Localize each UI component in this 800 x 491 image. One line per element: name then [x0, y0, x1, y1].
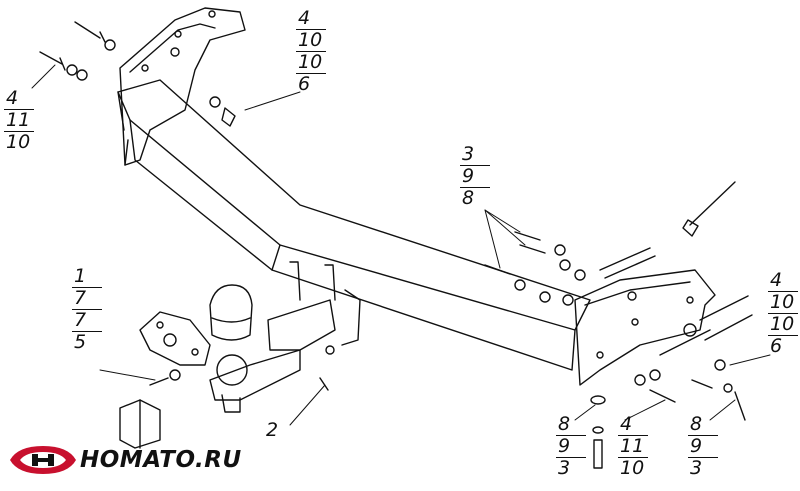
callout-label: 7 [72, 310, 102, 332]
callout-label: 9 [688, 436, 718, 458]
right-mounting-bracket [574, 269, 716, 386]
callout-label: 11 [618, 436, 648, 458]
callout-label: 10 [296, 52, 326, 74]
plug-cover [119, 399, 161, 449]
callout-top-center: 4 10 10 6 [296, 8, 326, 95]
callout-label: 8 [556, 414, 586, 436]
bolts-middle-right [484, 231, 656, 306]
callout-label: 9 [460, 166, 490, 188]
callout-label: 8 [688, 414, 718, 436]
callout-label: 4 [4, 88, 34, 110]
callout-label: 9 [556, 436, 586, 458]
callout-label: 8 [462, 187, 475, 209]
callout-bottom-b: 4 11 10 [618, 414, 648, 479]
callout-middle-right: 3 9 8 [460, 144, 490, 209]
bolts-right [634, 181, 753, 421]
callout-label: 3 [690, 457, 703, 479]
callout-label: 1 [72, 266, 102, 288]
callout-label: 3 [558, 457, 571, 479]
ball-cover [209, 284, 253, 341]
bolts-top-left [39, 21, 236, 127]
socket-plate [139, 311, 211, 366]
callout-label: 10 [768, 314, 798, 336]
callout-label: 10 [296, 30, 326, 52]
callout-right: 4 10 10 6 [768, 270, 798, 357]
crossbar-beam [117, 79, 591, 371]
callout-bottom-a: 8 9 3 [556, 414, 586, 479]
callout-label: 7 [72, 288, 102, 310]
callout-label: 10 [768, 292, 798, 314]
callout-label: 11 [4, 110, 34, 132]
left-mounting-bracket [119, 7, 246, 166]
callout-bottom-c: 8 9 3 [688, 414, 718, 479]
callout-label: 4 [618, 414, 648, 436]
car-emblem-icon [10, 446, 76, 474]
ball-mount [209, 261, 361, 413]
callout-label: 6 [298, 73, 311, 95]
callout-label: 2 [266, 419, 279, 441]
callout-label: 4 [296, 8, 326, 30]
callout-label: 3 [460, 144, 490, 166]
callout-label: 10 [6, 131, 31, 153]
bolts-left [149, 345, 335, 391]
callout-top-left: 4 11 10 [4, 88, 34, 153]
callout-label: 10 [620, 457, 645, 479]
callout-label: 5 [74, 331, 87, 353]
callout-bottom-single: 2 [264, 420, 294, 441]
callout-label: 4 [768, 270, 798, 292]
leader-lines [31, 64, 771, 426]
callout-label: 6 [770, 335, 783, 357]
bolt-stack-bottom [590, 395, 606, 469]
logo-text: HOMATO.RU [80, 447, 242, 473]
callout-left: 1 7 7 5 [72, 266, 102, 353]
